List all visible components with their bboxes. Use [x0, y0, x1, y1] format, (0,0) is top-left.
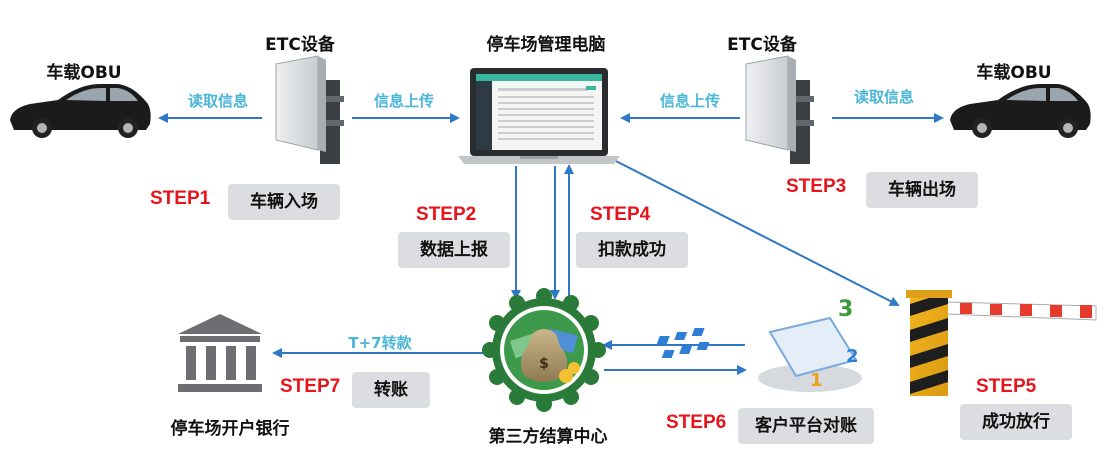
- etc-device-left-icon: [275, 55, 344, 164]
- car-left-label: 车载OBU: [46, 63, 122, 83]
- step3-id: STEP3: [786, 176, 847, 197]
- laptop-icon: [458, 68, 620, 164]
- customer-platform-icon: 3 2 1: [656, 297, 862, 392]
- step4-id: STEP4: [590, 204, 651, 225]
- car-right-icon: [950, 84, 1091, 138]
- step6-id: STEP6: [666, 412, 727, 433]
- barrier-gate-icon: [906, 290, 1097, 396]
- svg-text:$: $: [539, 356, 549, 372]
- flow-read-left: 读取信息: [187, 92, 249, 110]
- flow-read-right: 读取信息: [853, 88, 915, 106]
- svg-text:3: 3: [838, 297, 853, 322]
- etc-right-label: ETC设备: [727, 35, 797, 55]
- svg-text:2: 2: [846, 346, 859, 367]
- svg-text:1: 1: [810, 370, 823, 391]
- pc-label: 停车场管理电脑: [486, 35, 606, 55]
- etc-left-label: ETC设备: [265, 35, 335, 55]
- settlement-seal-icon: $: [482, 288, 606, 412]
- settlement-center-label: 第三方结算中心: [488, 427, 608, 447]
- flow-upload-right: 信息上传: [659, 92, 721, 110]
- flow-transfer: T+7转款: [348, 334, 412, 352]
- step2-label: 数据上报: [398, 232, 510, 268]
- car-left-icon: [10, 84, 151, 138]
- step6-label: 客户平台对账: [738, 408, 874, 444]
- step1-label: 车辆入场: [228, 184, 340, 220]
- step5-id: STEP5: [976, 376, 1037, 397]
- step3-label: 车辆出场: [866, 172, 978, 208]
- step5-label: 成功放行: [960, 404, 1072, 440]
- step7-label: 转账: [352, 372, 430, 408]
- bank-icon: [178, 314, 262, 392]
- arrow-pc-to-barrier: [609, 157, 900, 306]
- step7-id: STEP7: [280, 376, 341, 397]
- bank-label: 停车场开户银行: [170, 419, 290, 439]
- step1-id: STEP1: [150, 188, 211, 209]
- car-right-label: 车载OBU: [976, 63, 1052, 83]
- step4-label: 扣款成功: [576, 232, 688, 268]
- etc-device-right-icon: [745, 55, 814, 164]
- flow-arrows: [158, 113, 944, 375]
- step2-id: STEP2: [416, 204, 477, 225]
- flow-upload-left: 信息上传: [373, 92, 435, 110]
